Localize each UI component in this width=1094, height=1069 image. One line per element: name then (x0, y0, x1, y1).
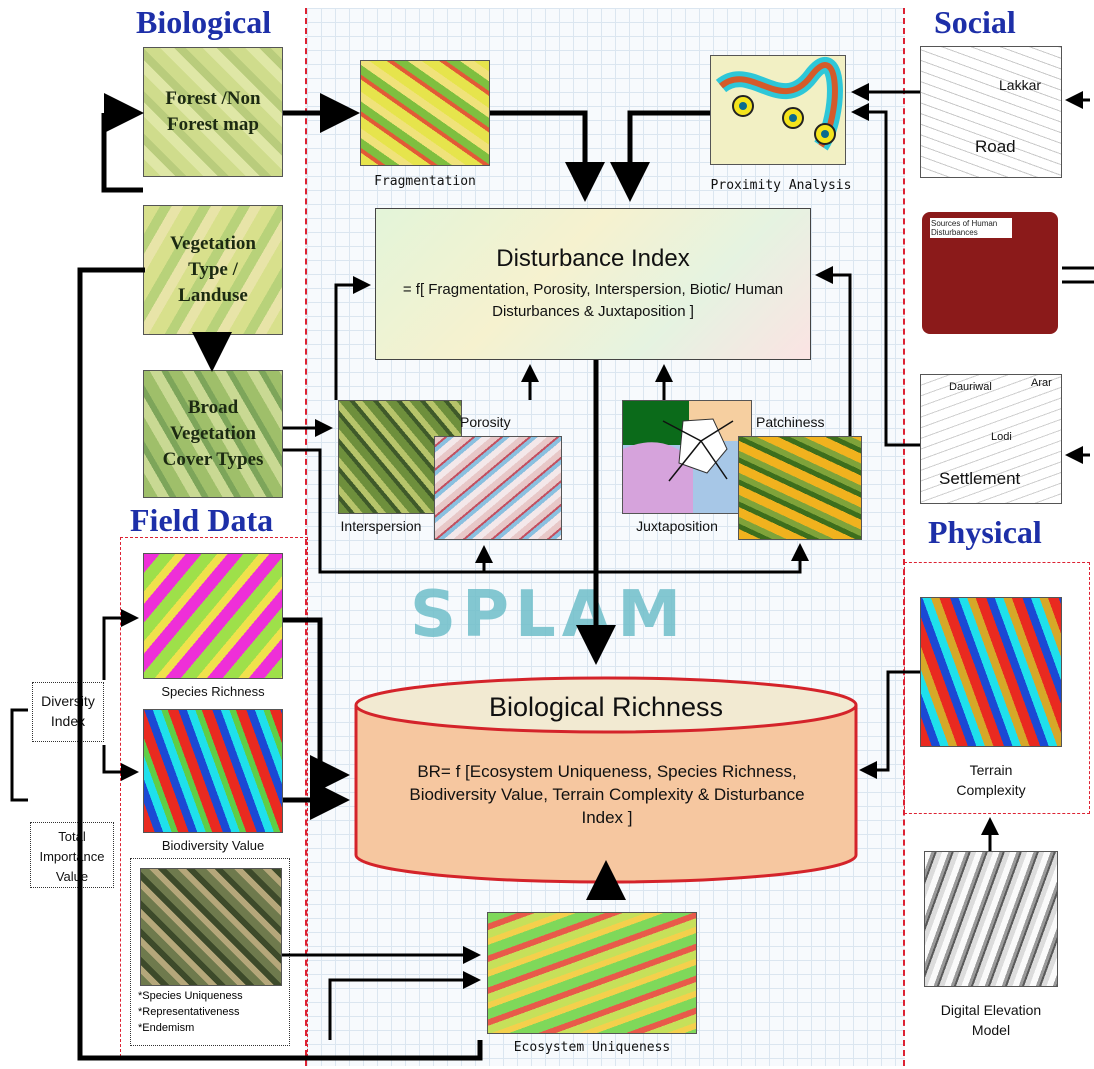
importance-value-box: Total Importance Value (30, 822, 114, 888)
terrain-complexity-caption: Terrain Complexity (956, 762, 1026, 798)
richness-title: Biological Richness (488, 692, 724, 722)
vegetation-map: Vegetation Type / Landuse (143, 205, 283, 335)
forest-map-label: Forest /Non Forest map (165, 88, 261, 135)
proximity-caption: Proximity Analysis (710, 178, 852, 193)
ecosystem-uniqueness-caption: Ecosystem Uniqueness (513, 1040, 671, 1055)
richness-formula: BR= f [Ecosystem Uniqueness, Species Ric… (409, 762, 805, 827)
patchiness-caption: Patchiness (756, 414, 825, 430)
road-map: Lakkar Road (920, 46, 1062, 178)
heading-physical: Physical (928, 514, 1042, 550)
terrain-complexity-map (920, 597, 1062, 747)
heading-field-data: Field Data (130, 502, 274, 538)
ecosystem-uniqueness-map (487, 912, 697, 1034)
juxtaposition-caption: Juxtaposition (636, 518, 718, 534)
human-disturbance-panel: Sources of Human Disturbances (922, 212, 1058, 334)
biodiversity-value-caption: Biodiversity Value (161, 838, 265, 853)
juxtaposition-diagram (622, 400, 752, 514)
proximity-map (710, 55, 846, 165)
dem-map (924, 851, 1058, 987)
heading-biological: Biological (136, 4, 272, 40)
species-photo (140, 868, 282, 986)
road-label: Road (975, 137, 1016, 156)
disturbance-index-box: Disturbance Index = f[ Fragmentation, Po… (375, 208, 811, 360)
fragmentation-caption: Fragmentation (374, 174, 476, 189)
splam-watermark: SPLAM (410, 578, 687, 652)
porosity-caption: Porosity (460, 414, 511, 430)
interspersion-caption: Interspersion (340, 518, 422, 534)
diversity-index-box: Diversity Index (32, 682, 104, 742)
road-place-label: Lakkar (999, 77, 1042, 93)
disturbance-index-title: Disturbance Index (496, 245, 690, 272)
proximity-rings (715, 57, 843, 151)
settlement-label: Settlement (939, 469, 1021, 488)
uniqueness-item-3: *Endemism (138, 1022, 195, 1034)
settlement-map: Dauriwal Arar Lodi Settlement (920, 374, 1062, 504)
species-richness-map (143, 553, 283, 679)
uniqueness-item-1: *Species Uniqueness (138, 990, 243, 1002)
broad-vegetation-map: Broad Vegetation Cover Types (143, 370, 283, 498)
vegetation-map-label: Vegetation Type / Landuse (170, 233, 256, 306)
forest-map: Forest /Non Forest map (143, 47, 283, 177)
biodiversity-value-map (143, 709, 283, 833)
settlement-place-2: Lodi (991, 431, 1012, 443)
uniqueness-item-2: *Representativeness (138, 1006, 240, 1018)
human-disturbance-label: Sources of Human Disturbances (930, 218, 1012, 238)
disturbance-index-formula: = f[ Fragmentation, Porosity, Interspers… (402, 281, 784, 320)
porosity-map (434, 436, 562, 540)
settlement-place-3: Arar (1031, 377, 1052, 389)
dem-caption: Digital Elevation Model (940, 1002, 1042, 1038)
settlement-place-1: Dauriwal (949, 381, 992, 393)
patchiness-map (738, 436, 862, 540)
heading-social: Social (934, 4, 1016, 40)
juxtaposition-shapes (623, 401, 751, 513)
fragmentation-map (360, 60, 490, 166)
species-richness-caption: Species Richness (161, 684, 265, 699)
broad-vegetation-map-label: Broad Vegetation Cover Types (162, 397, 264, 470)
